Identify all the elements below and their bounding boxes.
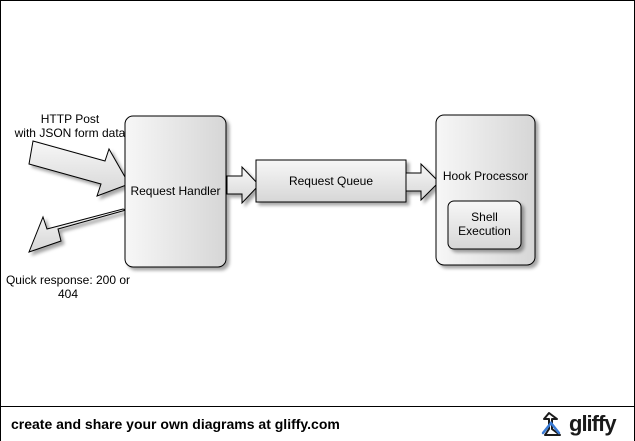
request-handler-label: Request Handler [130,184,221,198]
output-label: Quick response: 200 or 404 [1,273,135,301]
gliffy-logo-icon [541,412,561,436]
output-label-line-1: Quick response: 200 or [5,273,131,287]
diagram-canvas [28,114,536,268]
gliffy-logo-text: gliffy [569,411,617,436]
shell-execution-label: Shell Execution [448,210,521,238]
shell-execution-label-line-2: Execution [458,224,511,238]
shell-execution-box [447,200,522,250]
hook-processor-label: Hook Processor [442,169,529,183]
request-queue-box [255,159,407,203]
request-handler-box [124,115,227,268]
output-label-line-2: 404 [57,287,79,301]
output-arrow [28,208,128,253]
input-label-line-1: HTTP Post [40,112,100,126]
input-label: HTTP Post with JSON form data [5,112,135,140]
input-label-line-2: with JSON form data [14,126,126,140]
request-queue-label: Request Queue [288,174,374,188]
gliffy-promo-link[interactable]: create and share your own diagrams at gl… [11,416,340,432]
queue-to-processor-arrow [405,162,440,202]
input-arrow [28,140,130,197]
shell-execution-label-line-1: Shell [471,210,498,224]
footer-bar: create and share your own diagrams at gl… [1,406,634,441]
handler-to-queue-arrow [226,165,260,205]
